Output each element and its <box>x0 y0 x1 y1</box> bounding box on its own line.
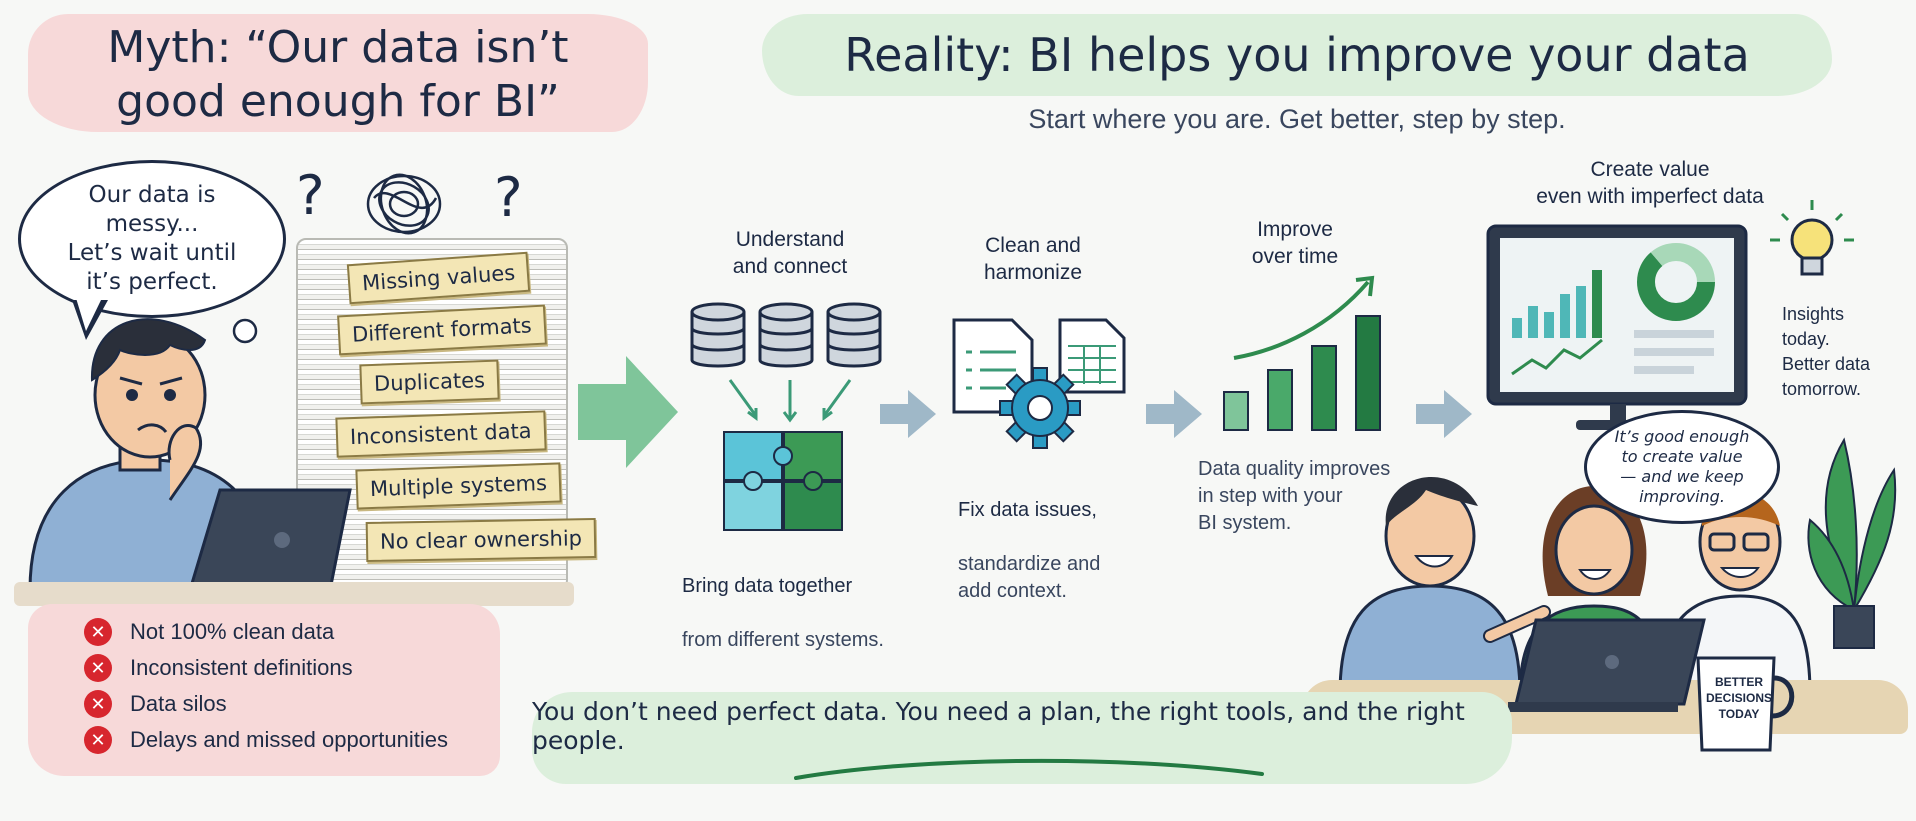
pain-point-item: ✕Data silos <box>84 686 448 722</box>
step-title: Improve over time <box>1251 218 1339 268</box>
laptop-icon <box>1508 618 1706 712</box>
reality-title: Reality: BI helps you improve your data <box>844 28 1750 82</box>
puzzle-icon <box>723 431 843 531</box>
issue-label: Multiple systems <box>355 462 562 510</box>
gear-icon <box>999 367 1081 449</box>
flow-arrow-icon <box>880 390 936 438</box>
step-title: Understand and connect <box>732 228 848 278</box>
growth-chart-icon <box>1223 275 1381 431</box>
mug-text: BETTER DECISIONS TODAY <box>1705 675 1772 721</box>
footer-underline <box>794 758 1264 780</box>
x-circle-icon: ✕ <box>84 618 112 646</box>
desk <box>14 582 574 606</box>
reality-subtitle: Start where you are. Get better, step by… <box>1028 104 1566 134</box>
question-mark-icon: ? <box>296 164 325 227</box>
step-title: Create value even with imperfect data <box>1536 158 1764 208</box>
reality-title-background <box>762 14 1832 96</box>
lightbulb-icon <box>1770 200 1854 276</box>
step-description: Data quality improves in step with your … <box>1198 458 1391 534</box>
thought-dot-icon <box>232 318 258 344</box>
tangle-icon <box>366 173 442 235</box>
team-speech-bubble: It’s good enough to create value — and w… <box>1584 410 1780 524</box>
x-circle-icon: ✕ <box>84 654 112 682</box>
worried-person-illustration <box>28 318 352 592</box>
database-icon <box>826 302 882 368</box>
plant-icon <box>1807 437 1897 649</box>
myth-title-background <box>28 14 648 132</box>
pain-point-item: ✕Inconsistent definitions <box>84 650 448 686</box>
pain-point-item: ✕Delays and missed opportunities <box>84 722 448 758</box>
mug-icon <box>1696 656 1795 752</box>
flow-arrow-icon <box>1416 390 1472 438</box>
issue-label: Duplicates <box>359 359 500 405</box>
database-icon <box>690 302 746 368</box>
pain-points-list: ✕Not 100% clean data ✕Inconsistent defin… <box>84 614 448 758</box>
footer-message: You don’t need perfect data. You need a … <box>532 697 1465 755</box>
transition-arrow-icon <box>578 356 678 468</box>
step-title: Clean and harmonize <box>983 234 1083 284</box>
x-circle-icon: ✕ <box>84 690 112 718</box>
myth-title: Myth: “Our data isn’t good enough for BI… <box>107 22 569 127</box>
database-icon <box>758 302 814 368</box>
issue-label: No clear ownership <box>365 517 597 563</box>
question-mark-icon: ? <box>494 166 523 229</box>
myth-speech-bubble-tail-fill <box>76 298 102 331</box>
footer-background <box>532 692 1512 784</box>
flow-arrow-icon <box>1146 390 1202 438</box>
pain-point-item: ✕Not 100% clean data <box>84 614 448 650</box>
merge-arrows-icon <box>728 379 852 423</box>
monitor-dashboard-icon <box>1486 224 1748 430</box>
myth-speech-bubble: Our data is messy... Let’s wait until it… <box>18 160 286 318</box>
step-description: Bring data together from different syste… <box>682 575 884 651</box>
issue-label: Inconsistent data <box>335 410 547 458</box>
insights-caption: Insights today. Better data tomorrow. <box>1782 304 1871 399</box>
x-circle-icon: ✕ <box>84 726 112 754</box>
step-description: Fix data issues, standardize and add con… <box>958 499 1101 602</box>
